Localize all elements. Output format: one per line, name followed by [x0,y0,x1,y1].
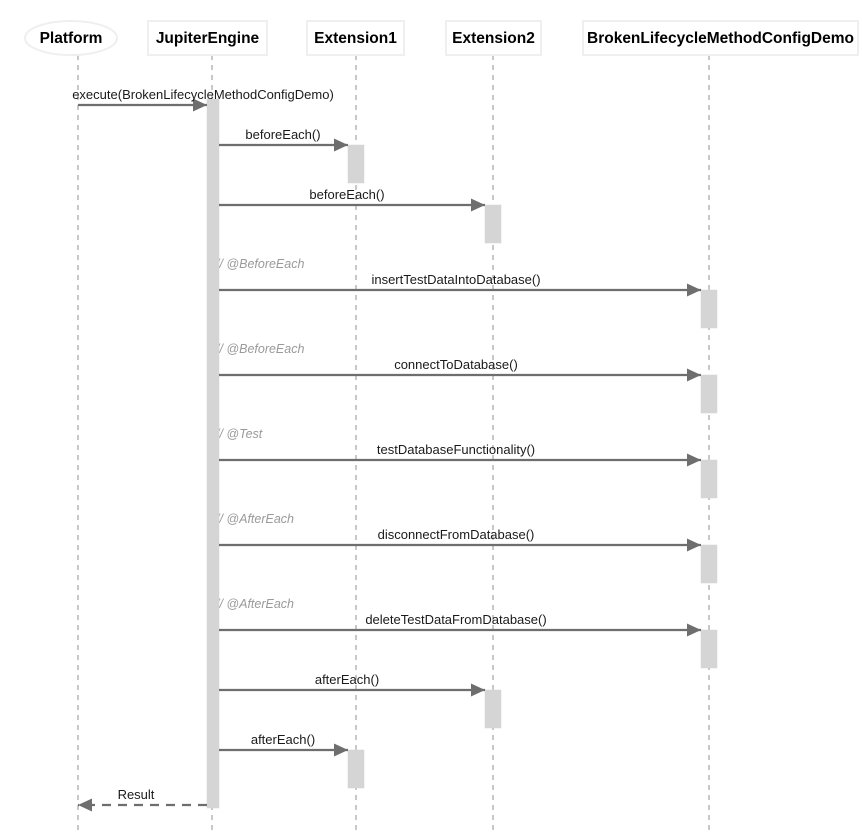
message-m11[interactable]: Result [78,787,207,812]
message-label: disconnectFromDatabase() [378,527,535,542]
participant-shape-platform [24,20,118,56]
message-label: beforeEach() [245,127,320,142]
participant-ext2[interactable]: Extension2 [445,20,542,56]
arrow-head-icon [471,683,485,697]
message-m3[interactable]: beforeEach() [219,187,485,212]
arrow-head-icon [687,283,701,297]
message-m8[interactable]: deleteTestDataFromDatabase() [219,612,701,637]
message-label: execute(BrokenLifecycleMethodConfigDemo) [72,87,334,102]
note-label: // @AfterEach [215,512,294,526]
message-m5[interactable]: connectToDatabase() [219,357,701,382]
message-label: deleteTestDataFromDatabase() [365,612,546,627]
note-n2: // @BeforeEach [207,337,304,361]
note-n5: // @AfterEach [207,592,294,616]
arrow-head-icon [687,623,701,637]
arrow-head-icon [687,368,701,382]
activation-bar-jupiter [206,98,220,809]
message-m6[interactable]: testDatabaseFunctionality() [219,442,701,467]
participant-label-jupiter: JupiterEngine [156,30,260,47]
note-label: // @Test [215,427,263,441]
arrow-head-icon [193,98,207,112]
message-label: afterEach() [315,672,379,687]
activation-bar-ext2 [484,689,502,729]
message-label: Result [118,787,155,802]
activation-bar-demo [700,374,718,414]
activation-bar-demo [700,289,718,329]
participant-label-demo: BrokenLifecycleMethodConfigDemo [587,30,854,47]
participant-shape-ext2 [445,20,542,56]
participant-shape-ext1 [306,20,405,56]
message-label: beforeEach() [309,187,384,202]
note-n4: // @AfterEach [207,507,294,531]
activation-bar-demo [700,544,718,584]
activation-bar-demo [700,459,718,499]
activation-bar-ext2 [484,204,502,244]
note-label: // @BeforeEach [215,342,304,356]
activation-bar-ext1 [347,749,365,789]
arrow-head-icon [687,538,701,552]
activation-bar-demo [700,629,718,669]
participant-demo[interactable]: BrokenLifecycleMethodConfigDemo [582,20,859,56]
arrow-head-icon [471,198,485,212]
arrow-head-icon [78,798,92,812]
participant-label-platform: Platform [40,30,103,47]
participant-label-ext2: Extension2 [452,30,535,47]
arrow-head-icon [334,743,348,757]
note-label: // @AfterEach [215,597,294,611]
notes-layer: // @BeforeEach // @BeforeEach // @Test // @… [207,252,304,616]
activations-layer [206,98,718,809]
message-m2[interactable]: beforeEach() [219,127,348,152]
participant-heads-layer: Platform JupiterEngine Extension1 Extension… [24,20,859,56]
arrow-head-icon [334,138,348,152]
participant-ext1[interactable]: Extension1 [306,20,405,56]
participant-shape-demo [582,20,859,56]
message-m4[interactable]: insertTestDataIntoDatabase() [219,272,701,297]
message-m9[interactable]: afterEach() [219,672,485,697]
participant-platform[interactable]: Platform [24,20,118,56]
note-label: // @BeforeEach [215,257,304,271]
message-label: afterEach() [251,732,315,747]
participant-label-ext1: Extension1 [314,30,397,47]
activation-bar-ext1 [347,144,365,184]
message-label: insertTestDataIntoDatabase() [371,272,540,287]
message-m1[interactable]: execute(BrokenLifecycleMethodConfigDemo) [72,87,334,112]
participant-shape-jupiter [147,20,268,56]
arrow-head-icon [687,453,701,467]
message-m10[interactable]: afterEach() [219,732,348,757]
message-label: connectToDatabase() [394,357,518,372]
message-label: testDatabaseFunctionality() [377,442,535,457]
messages-layer: execute(BrokenLifecycleMethodConfigDemo)… [72,87,701,812]
participant-jupiter[interactable]: JupiterEngine [147,20,268,56]
note-n1: // @BeforeEach [207,252,304,276]
message-m7[interactable]: disconnectFromDatabase() [219,527,701,552]
